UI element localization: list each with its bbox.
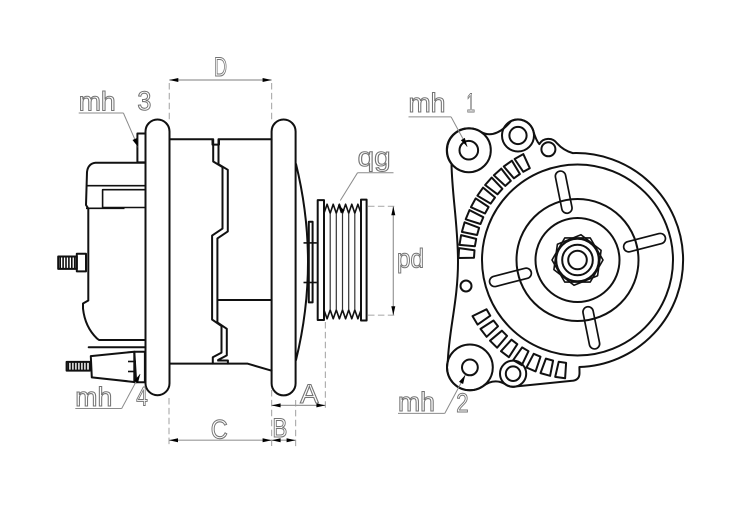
svg-text:4: 4 [136, 382, 148, 412]
svg-text:pd: pd [397, 244, 424, 274]
svg-text:3: 3 [137, 86, 151, 116]
svg-text:B: B [272, 413, 287, 443]
svg-text:2: 2 [456, 388, 468, 418]
svg-text:A: A [300, 379, 319, 409]
svg-text:1: 1 [467, 88, 476, 118]
svg-text:qg: qg [358, 142, 391, 172]
svg-text:mh: mh [398, 387, 435, 417]
svg-text:C: C [211, 415, 228, 445]
svg-text:D: D [214, 52, 227, 82]
svg-text:mh: mh [409, 88, 446, 118]
svg-text:mh: mh [75, 382, 112, 412]
svg-text:mh: mh [79, 87, 116, 117]
